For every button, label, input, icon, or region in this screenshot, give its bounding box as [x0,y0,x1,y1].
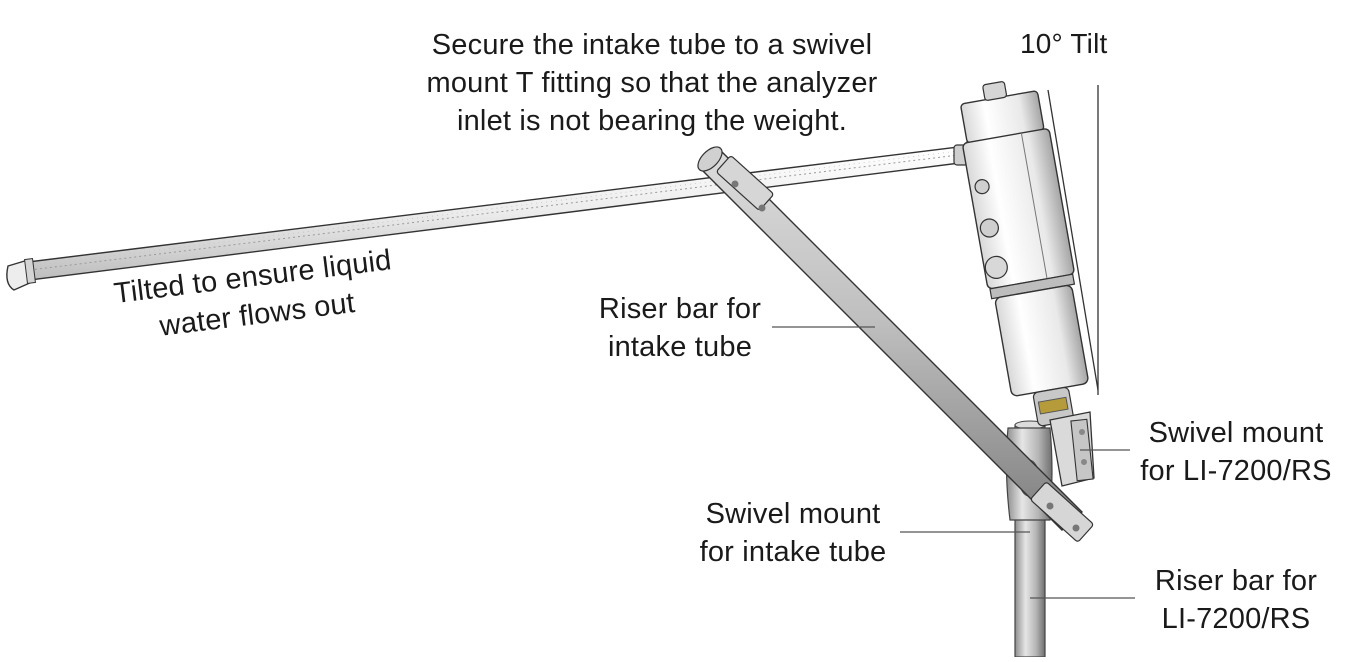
tilt-label: 10° Tilt [1020,28,1108,59]
label-riser-intake: Riser bar for intake tube [598,293,762,363]
analyzer-body [960,81,1089,427]
riser-bar-intake [697,146,1094,542]
swivel-clamp-analyzer [1049,411,1095,487]
tilt-indicator [1047,85,1099,395]
label-swivel-analyzer: Swivel mount for LI-7200/RS [1140,417,1332,487]
leader-lines [772,326,1135,599]
label-riser-analyzer: Riser bar for LI-7200/RS [1154,565,1318,635]
secure-note: Secure the intake tube to a swivel mount… [426,29,878,137]
label-swivel-intake: Swivel mount for intake tube [699,498,887,568]
